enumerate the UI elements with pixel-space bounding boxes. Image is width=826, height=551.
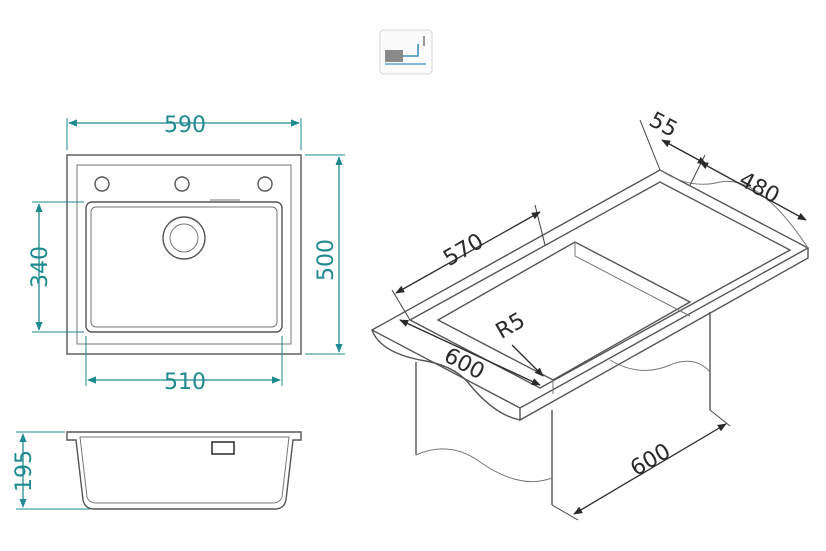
dimline-600-front: [399, 319, 541, 386]
tap-hole-1: [94, 176, 110, 192]
dimline-600-side: [573, 423, 727, 515]
dim-510-label: 510: [164, 370, 206, 395]
sink-outer-outline: [66, 154, 302, 355]
dim-600-side-label: 600: [626, 439, 675, 482]
bowl-outline: [85, 201, 283, 333]
drain-inner: [169, 223, 199, 253]
sink-inner-outline: [76, 164, 292, 345]
dimline-570: [395, 211, 541, 294]
dim-340-label: 340: [28, 246, 53, 288]
iso-view: 55 480 570 R5 600 600: [370, 108, 810, 521]
drain-outer: [162, 216, 206, 260]
undermount-icon: [379, 29, 433, 75]
dim-570-label: 570: [439, 229, 488, 272]
side-view: 195: [12, 431, 302, 510]
top-view: 590 500 340 510: [28, 113, 345, 395]
dim-590-label: 590: [164, 113, 206, 138]
overflow-slot: [211, 441, 235, 455]
dim-r5-label: R5: [492, 308, 530, 344]
sink-section-outline: [66, 431, 302, 510]
tap-hole-3: [257, 176, 273, 192]
dim-55-label: 55: [645, 108, 681, 143]
tap-hole-2: [174, 176, 190, 192]
dim-500-label: 500: [314, 239, 339, 281]
dimline-55: [661, 139, 707, 165]
dimline-480: [699, 161, 807, 221]
countertop-top: [370, 169, 810, 409]
dim-195-label: 195: [12, 450, 37, 492]
dim-480-label: 480: [735, 167, 784, 209]
